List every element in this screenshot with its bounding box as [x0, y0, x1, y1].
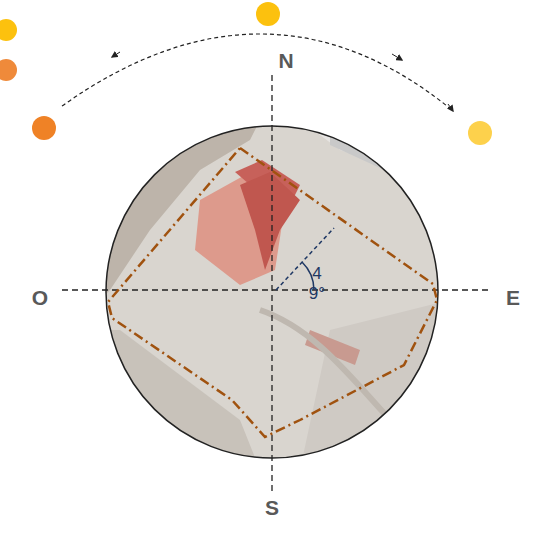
orientation-line — [276, 228, 334, 290]
compass-label: N — [278, 49, 293, 73]
north-south-axis — [271, 75, 272, 492]
sun-path — [62, 34, 452, 110]
sun-path-arrow — [112, 52, 120, 57]
sun-symbol — [0, 19, 17, 41]
angle-label: 4 9° — [306, 264, 328, 303]
compass-label: S — [265, 496, 279, 520]
sun-symbol — [256, 2, 280, 26]
site-boundary — [108, 148, 437, 437]
compass-label: O — [32, 286, 48, 310]
compass-label: E — [506, 286, 520, 310]
sun-path-arrow — [392, 54, 402, 60]
sun-symbol — [0, 59, 17, 81]
aerial-photo — [100, 120, 450, 470]
sun-path-arrow — [448, 104, 453, 111]
sun-symbol — [32, 116, 56, 140]
sun-symbol — [468, 121, 492, 145]
